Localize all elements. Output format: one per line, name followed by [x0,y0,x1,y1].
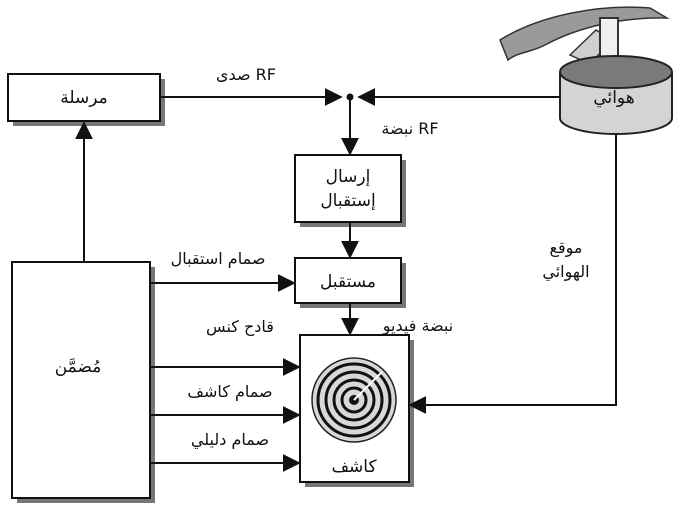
duplexer-label-line1: إرسال [326,167,371,187]
marker-gate-label: صمام دليلي [191,430,269,450]
antenna-position-label-line2: الهوائي [542,262,589,282]
rf-pulse-label: نبضة RF [381,119,438,138]
modulator-box [11,261,151,499]
ppi-scope-icon [311,357,397,443]
transmitter-box [7,73,161,122]
modulator-label: مُضمَّن [55,357,102,377]
antenna-icon [499,6,673,135]
receive-gate-label: صمام استقبال [171,249,266,268]
antenna-position-line [408,134,617,414]
junction-dot [346,93,354,101]
sync-trigger-label: قادح كنس [206,317,274,337]
display-label: كاشف [331,457,377,477]
video-pulse-label: نبضة فيديو [382,316,453,336]
display-gate-label: صمام كاشف [187,382,272,401]
transmitter-label: مرسلة [60,88,107,108]
receiver-label: مستقبل [320,272,376,292]
rf-echo-label: صدى RF [216,65,276,84]
antenna-position-label-line1: موقع [550,238,583,258]
duplexer-box [294,154,402,223]
antenna-label: هوائي [593,88,634,108]
duplexer-label-line2: إستقبال [320,191,375,211]
